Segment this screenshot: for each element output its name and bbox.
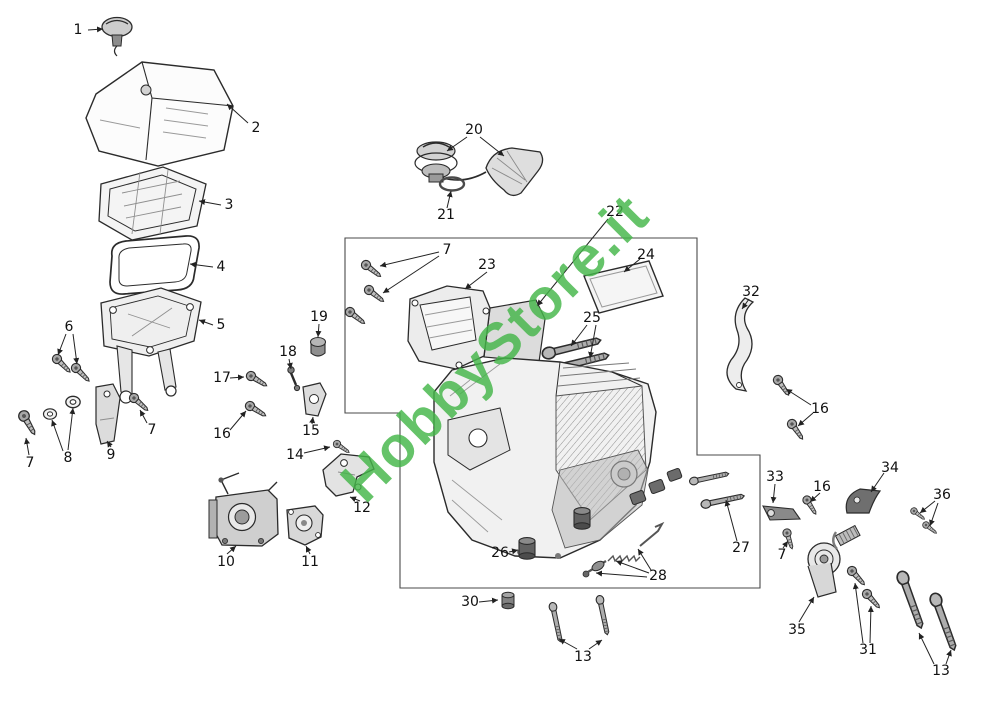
part-33-lever: [762, 505, 802, 521]
part-11-pump-body: [286, 505, 324, 546]
part-13-bolts-middle: [547, 594, 612, 644]
part-34-handle: [845, 488, 882, 514]
part-21-o-ring: [438, 176, 466, 192]
part-22-housing: [483, 299, 546, 363]
part-18-retainer: [287, 366, 301, 392]
part-12-bracket: [322, 453, 375, 497]
part-28-linkage: [582, 521, 665, 578]
part-13-bolts-right: [894, 568, 961, 653]
part-7-screw-left: [16, 408, 40, 438]
part-16-screws-right: [771, 373, 807, 443]
part-2-top-cover: [85, 61, 234, 167]
part-3-filter-frame: [98, 166, 207, 241]
part-36-screws: [908, 505, 939, 537]
crankcase-assembly: [433, 357, 657, 559]
part-24-foam-filter: [583, 260, 664, 314]
part-19-grommet: [309, 336, 327, 357]
part-5-filter-base: [100, 287, 202, 404]
part-6-screws: [49, 351, 93, 385]
leader-lines: [24, 26, 952, 665]
part-16-screw-mid: [800, 493, 820, 517]
part-7-screw-bracket: [126, 390, 152, 415]
part-17-screw: [244, 369, 270, 391]
part-4-gasket: [109, 235, 200, 295]
part-14-screw: [331, 438, 352, 456]
part-1-cap: [101, 16, 133, 57]
part-8-washers: [42, 395, 81, 420]
part-27-bolts: [629, 467, 746, 510]
part-23-airbox: [407, 285, 491, 370]
part-30-bushing: [501, 591, 515, 610]
part-15-plate: [302, 382, 327, 417]
part-35-oil-pump: [807, 524, 861, 598]
part-20-fuel-cap-assembly: [414, 141, 544, 197]
part-10-carburetor: [208, 472, 279, 547]
part-32-brake-band: [726, 297, 755, 392]
part-31-screws: [844, 563, 884, 612]
part-16-screw-left: [243, 399, 269, 421]
part-9-bracket: [95, 383, 121, 445]
assembly-box-outline: [344, 237, 761, 589]
part-7-screws-box: [342, 257, 387, 328]
